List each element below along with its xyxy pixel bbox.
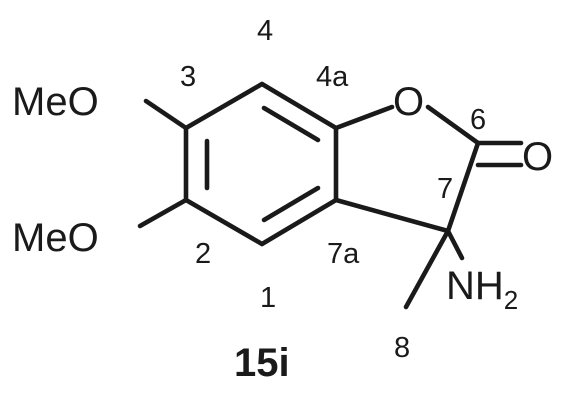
bond-c7a-c1 <box>259 197 339 247</box>
atom-carbonyl-oxygen: O <box>522 135 553 179</box>
bond-c7-n <box>445 228 465 261</box>
lactone-ring <box>333 104 481 234</box>
atom-amine-n: NH2 <box>446 264 518 315</box>
benzene-ring <box>183 81 339 247</box>
locant-6: 6 <box>470 104 486 136</box>
atom-meo-bottom: MeO <box>12 216 99 260</box>
inner-bond-c4-c4a <box>261 105 321 143</box>
bond-c7-methyl <box>403 228 451 310</box>
locant-7: 7 <box>437 173 453 205</box>
bond-c4-c4a <box>259 81 339 131</box>
amine-subscript: 2 <box>504 285 518 315</box>
locant-4a: 4a <box>316 61 349 93</box>
bond-c4a-o <box>333 104 395 131</box>
atom-ring-oxygen: O <box>393 80 424 124</box>
locant-2: 2 <box>195 238 211 270</box>
locant-7a: 7a <box>327 238 360 270</box>
locant-8: 8 <box>394 332 410 364</box>
locant-4: 4 <box>257 15 273 47</box>
bond-c1-c2 <box>183 197 265 247</box>
bond-c3-ome <box>143 98 189 131</box>
bond-o-c6 <box>425 104 481 146</box>
amine-nh-text: NH <box>446 264 504 308</box>
bond-c7-c7a <box>333 197 451 234</box>
compound-id: 15i <box>234 341 290 385</box>
locant-1: 1 <box>260 282 276 314</box>
bond-c6-c7 <box>445 140 481 234</box>
bond-c3-c4 <box>183 81 265 131</box>
bond-c2-ome <box>137 197 189 229</box>
locant-3: 3 <box>180 61 196 93</box>
atom-meo-top: MeO <box>12 80 99 124</box>
inner-bond-c7a-c1 <box>261 185 321 223</box>
